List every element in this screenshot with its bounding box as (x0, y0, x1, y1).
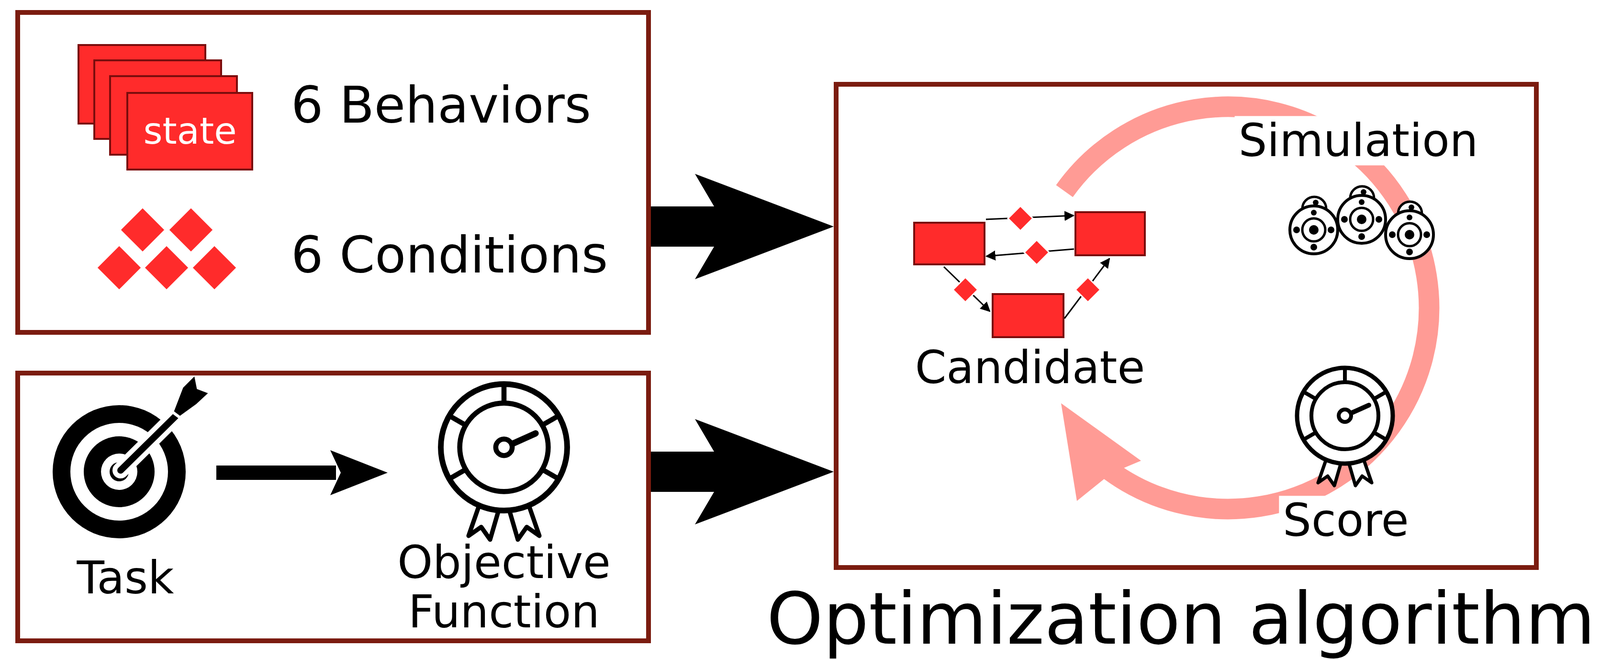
behavior-card: state (126, 91, 254, 171)
candidate-label: Candidate (915, 342, 1146, 392)
objective-gauge (440, 383, 568, 540)
flow-arrow (650, 418, 834, 525)
target-icon (52, 373, 211, 538)
flow-arrow (650, 173, 834, 280)
task-arrow (216, 449, 388, 495)
loop-arrow (1061, 106, 1430, 509)
behavior-count: 6 Behaviors (290, 77, 592, 134)
task-label: Task (77, 552, 175, 603)
robots (1289, 186, 1434, 259)
condition-count: 6 Conditions (290, 227, 608, 284)
panel-caption: Optimization algorithm (766, 579, 1596, 659)
score-gauge (1297, 367, 1393, 486)
objective-label: Objective Function (350, 537, 658, 637)
score-label: Score (1278, 495, 1413, 545)
input-panel: state 6 Behaviors 6 Conditions (15, 10, 651, 335)
state-label: state (143, 111, 237, 152)
condition-diamonds (96, 206, 238, 291)
task-panel: TaskObjective Function (15, 370, 651, 643)
candidate-graph (914, 205, 1145, 337)
optimization-panel: CandidateSimulationScoreOptimization alg… (833, 81, 1539, 570)
simulation-label: Simulation (1234, 115, 1483, 166)
